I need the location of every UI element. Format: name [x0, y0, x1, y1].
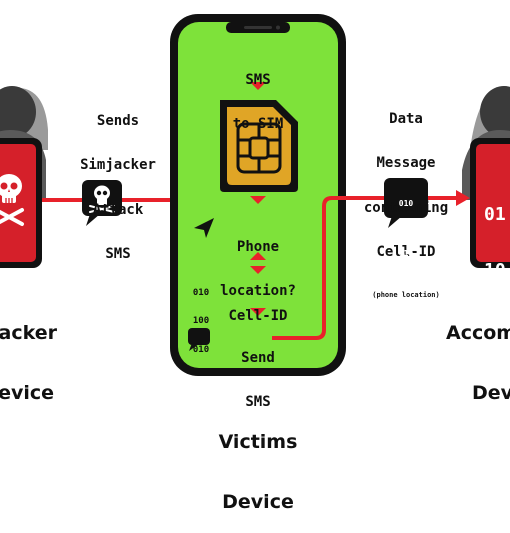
sms-to-sim-label: SMS to SIM [232, 72, 284, 133]
bubble-binary-text: 010 100 010 [398, 198, 414, 259]
data-message-label: Data Message containing Cell-ID (phone l… [354, 83, 458, 314]
cell-id-label: Cell-ID [228, 308, 288, 325]
diagram-graphics [0, 14, 510, 376]
chat-bubble-icon [188, 328, 210, 351]
phone-location-note: (phone location) [372, 290, 440, 299]
attacker-device [0, 138, 42, 268]
send-sms-label: Send SMS [241, 350, 275, 411]
down-arrow-icon [250, 196, 266, 204]
victims-device-label: Victims Device [218, 430, 298, 513]
sim-card-icon [220, 100, 298, 192]
phone-location-label: Phone location? [220, 239, 296, 300]
data-message-bubble [384, 178, 428, 228]
accomplice-device-label: Accom Dev [446, 321, 510, 404]
sends-attack-sms-label: Sends Simjacker Attack SMS [80, 113, 156, 262]
accomplice-device [470, 138, 510, 268]
accomplice-screen-binary: 01 10 01 [484, 203, 506, 339]
victim-phone [170, 14, 346, 376]
skull-icon [0, 174, 24, 226]
updown-arrow-icon [250, 252, 266, 274]
down-arrow-icon [250, 82, 266, 90]
skull-message-bubble [82, 180, 122, 226]
location-pointer-icon [194, 218, 214, 238]
data-arrow-right [272, 190, 470, 340]
simjacker-diagram: Sends Simjacker Attack SMS jacker evice … [0, 14, 510, 512]
binary-data-icon: 010 100 010 [192, 287, 210, 355]
down-arrow-icon [250, 308, 266, 316]
attacker-device-label: jacker evice [0, 321, 57, 404]
